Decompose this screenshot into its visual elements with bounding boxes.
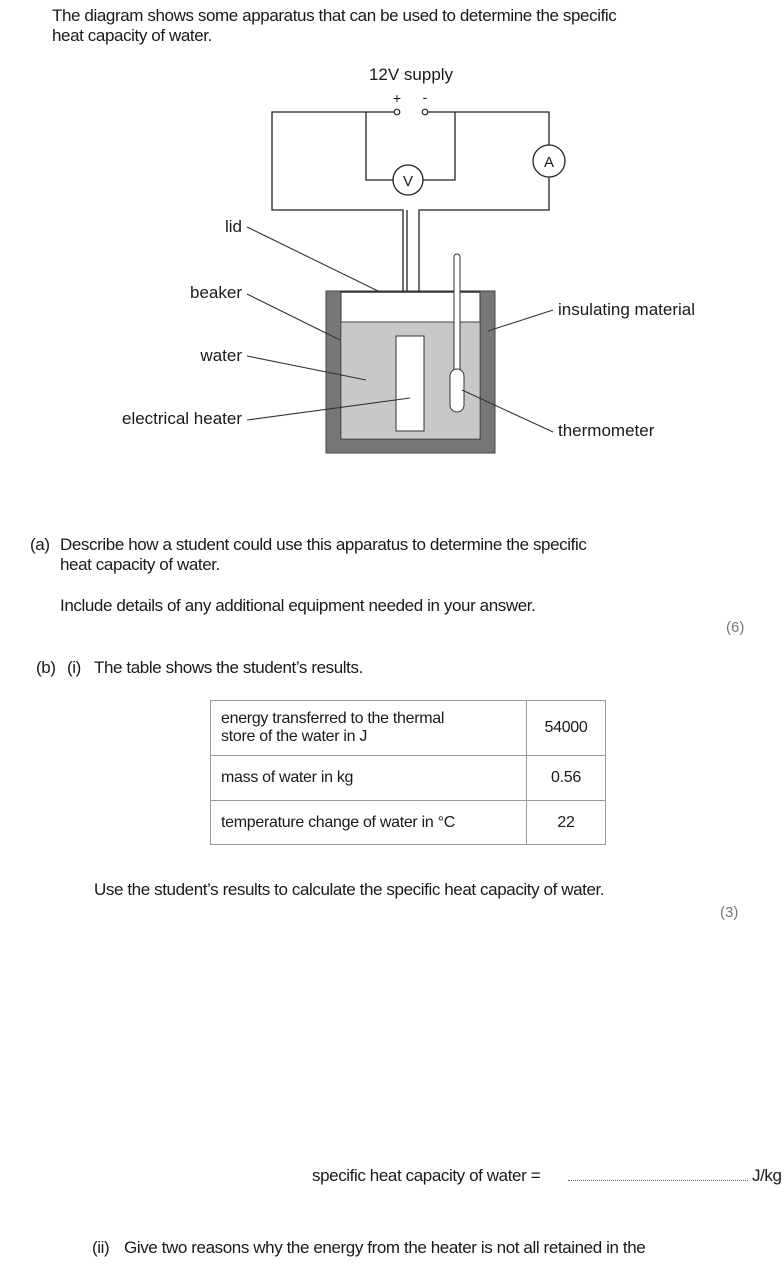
- intro-text: The diagram shows some apparatus that ca…: [52, 6, 617, 46]
- leader-lines: [246, 226, 554, 433]
- part-a-instruction: Include details of any additional equipm…: [60, 596, 536, 615]
- lid-label: lid: [225, 217, 242, 236]
- part-b-label: (b): [36, 658, 56, 677]
- part-a-line-2: heat capacity of water.: [60, 555, 220, 574]
- wire-right-upper: [425, 111, 550, 145]
- table-cell-value: 0.56: [526, 755, 606, 801]
- wire-right-lower: [418, 177, 550, 336]
- voltmeter-circle: [392, 164, 424, 196]
- insulating-material-label: insulating material: [558, 300, 695, 319]
- table-cell-quantity: temperature change of water in °C: [210, 800, 527, 845]
- ammeter-symbol: A: [544, 154, 554, 171]
- table-cell-quantity: energy transferred to the thermal store …: [210, 700, 527, 756]
- part-b-intro: The table shows the student’s results.: [94, 658, 363, 677]
- water-leader: [246, 355, 367, 381]
- voltmeter-wire-right: [423, 112, 456, 181]
- table-row: temperature change of water in °C 22: [210, 800, 606, 845]
- answer-line[interactable]: [568, 1180, 748, 1181]
- thermometer-stem: [453, 253, 461, 375]
- heater-leader: [246, 397, 411, 421]
- table-row: mass of water in kg 0.56: [210, 755, 606, 801]
- table-cell-value: 54000: [526, 700, 606, 756]
- voltmeter-symbol: V: [403, 173, 413, 190]
- apparatus-diagram: 12V supply + - V A lid beaker water elec…: [122, 65, 695, 454]
- table-cell-line: store of the water in J: [221, 728, 368, 745]
- beaker-leader: [246, 293, 341, 341]
- results-table: energy transferred to the thermal store …: [210, 700, 606, 845]
- intro-line-2: heat capacity of water.: [52, 26, 212, 45]
- answer-unit: J/kg: [752, 1166, 782, 1185]
- thermometer-label: thermometer: [558, 421, 655, 440]
- part-a-question: Describe how a student could use this ap…: [60, 535, 587, 575]
- wire-left: [271, 111, 404, 291]
- part-a-line-1: Describe how a student could use this ap…: [60, 535, 587, 554]
- part-b-sub-label: (i): [67, 658, 81, 677]
- part-a-marks: (6): [726, 619, 745, 636]
- negative-terminal: [421, 108, 429, 116]
- ammeter-circle: [532, 144, 566, 178]
- part-a-label: (a): [30, 535, 50, 554]
- table-cell-quantity: mass of water in kg: [210, 755, 527, 801]
- answer-label: specific heat capacity of water =: [312, 1166, 541, 1185]
- intro-line-1: The diagram shows some apparatus that ca…: [52, 6, 617, 25]
- positive-terminal: [393, 108, 401, 116]
- heater-label: electrical heater: [122, 409, 242, 428]
- part-b-instruction: Use the student’s results to calculate t…: [94, 880, 605, 899]
- plus-terminal-sign: +: [393, 90, 401, 106]
- part-b-ii-question: Give two reasons why the energy from the…: [124, 1238, 646, 1257]
- part-b-ii-label: (ii): [92, 1238, 110, 1257]
- table-cell-value: 22: [526, 800, 606, 845]
- table-row: energy transferred to the thermal store …: [210, 700, 606, 756]
- electrical-heater: [395, 335, 425, 432]
- insulating-leader: [487, 309, 554, 332]
- voltmeter-wire-left: [365, 112, 393, 181]
- water-label: water: [199, 346, 242, 365]
- circuit-wires: [271, 111, 550, 336]
- beaker-label: beaker: [190, 283, 242, 302]
- table-cell-line: energy transferred to the thermal: [221, 710, 445, 727]
- supply-label: 12V supply: [369, 65, 454, 84]
- lid-leader: [246, 226, 379, 292]
- thermometer-leader: [461, 389, 554, 433]
- minus-terminal-sign: -: [423, 89, 428, 105]
- part-b-marks: (3): [720, 904, 739, 921]
